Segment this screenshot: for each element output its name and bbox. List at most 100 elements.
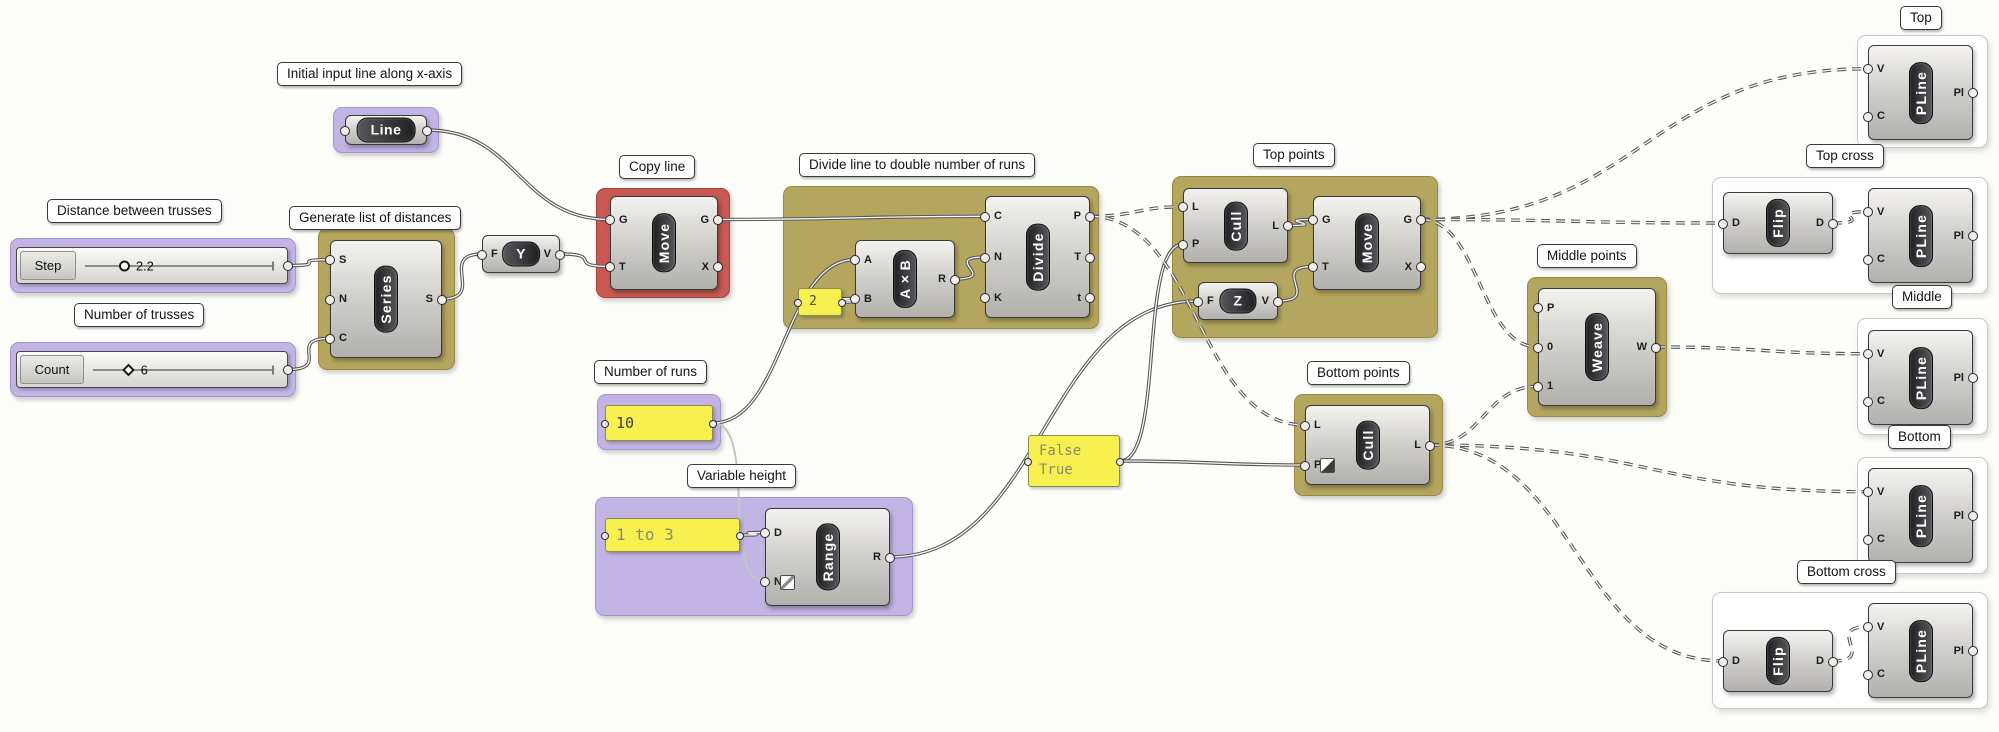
group-variable-height[interactable] [595, 497, 913, 616]
unit-y-output-port-V[interactable] [555, 249, 565, 260]
series-input-port-C[interactable] [325, 333, 335, 344]
panel-10-output-port[interactable] [709, 419, 717, 428]
move-top-input-port-T[interactable] [1308, 262, 1318, 272]
move-top-input-port-G[interactable] [1308, 215, 1318, 225]
wire-count-slider-to-series[interactable] [287, 336, 331, 372]
label-middle-points[interactable]: Middle points [1537, 244, 1637, 268]
unit-z-input-port-F[interactable] [1193, 296, 1203, 307]
wire-line-to-move-copy[interactable] [426, 128, 611, 222]
wire-step-slider-to-series[interactable] [287, 257, 331, 268]
label-number-runs[interactable]: Number of runs [594, 360, 708, 384]
step-slider-knob[interactable] [118, 260, 130, 271]
wire-panel-10-to-range[interactable] [712, 422, 766, 583]
move-top-output-port-G[interactable] [1416, 215, 1426, 225]
pline-top-output-port-Pl[interactable] [1968, 88, 1978, 98]
flip-top-input-port-D[interactable] [1718, 218, 1728, 229]
panel-2-input-port[interactable] [794, 298, 802, 307]
cull-bottom-input-port-P[interactable] [1300, 460, 1310, 471]
invert-icon[interactable] [1320, 458, 1335, 473]
weave-output-port-W[interactable] [1651, 342, 1661, 353]
label-divide[interactable]: Divide line to double number of runs [799, 153, 1036, 177]
group-divide[interactable] [783, 186, 1099, 329]
label-top[interactable]: Top [1900, 6, 1942, 30]
label-variable-height[interactable]: Variable height [687, 464, 797, 488]
group-step[interactable] [10, 238, 296, 293]
group-bottom-points[interactable] [1294, 394, 1443, 496]
wire-panel-boolean-to-cull-bottom[interactable] [1119, 459, 1306, 467]
panel-10[interactable]: 10 [601, 405, 717, 441]
wire-cull-top-to-move-top[interactable] [1287, 217, 1314, 228]
pline-bottom-input-port-V[interactable] [1863, 487, 1873, 498]
unit-y-input-port-F[interactable] [477, 249, 487, 260]
wire-move-top-to-weave[interactable] [1420, 217, 1539, 349]
panel-10-input-port[interactable] [601, 419, 609, 428]
count-slider-track[interactable] [93, 368, 273, 371]
label-bottom-cross[interactable]: Bottom cross [1797, 560, 1896, 584]
cull-bottom-input-port-L[interactable] [1300, 420, 1310, 431]
panel-1to3-output-port[interactable] [736, 531, 744, 540]
line-output-port[interactable] [422, 125, 432, 136]
range-input-port-D[interactable] [760, 528, 770, 538]
multiply-input-port-A[interactable] [850, 255, 860, 265]
count-slider-knob[interactable] [121, 363, 135, 376]
pline-middle-input-port-C[interactable] [1863, 396, 1873, 407]
pline-top-cross-output-port-Pl[interactable] [1968, 231, 1978, 241]
move-copy-input-port-G[interactable] [605, 215, 615, 225]
label-top-cross[interactable]: Top cross [1806, 144, 1884, 168]
component-line[interactable]: Line [340, 115, 432, 145]
wire-cull-bottom-to-weave[interactable] [1429, 384, 1539, 447]
pline-bottom-input-port-C[interactable] [1863, 534, 1873, 545]
step-slider-track[interactable] [85, 264, 273, 267]
cull-top-input-port-P[interactable] [1178, 239, 1188, 250]
panel-1to3-input-port[interactable] [601, 531, 609, 540]
group-middle[interactable] [1857, 318, 1988, 435]
line-input-port[interactable] [340, 125, 350, 136]
pline-bottom-cross-input-port-C[interactable] [1863, 669, 1873, 680]
pline-top-input-port-C[interactable] [1863, 111, 1873, 122]
wire-divide-to-cull-top[interactable] [1089, 205, 1184, 219]
group-bottom[interactable] [1857, 457, 1988, 574]
count-slider-output-port[interactable] [283, 365, 293, 375]
flip-top-output-port-D[interactable] [1828, 218, 1838, 229]
panel-1to3[interactable]: 1 to 3 [601, 518, 744, 552]
wire-multiply-to-divide[interactable] [954, 255, 986, 281]
move-copy-input-port-T[interactable] [605, 262, 615, 272]
divide-output-port-T[interactable] [1085, 252, 1095, 263]
group-top[interactable] [1857, 35, 1988, 148]
group-top-points[interactable] [1172, 176, 1438, 338]
group-line[interactable] [333, 107, 439, 153]
label-middle[interactable]: Middle [1892, 285, 1952, 309]
panel-2[interactable]: 2 [794, 288, 846, 316]
label-bottom-points[interactable]: Bottom points [1307, 361, 1410, 385]
pline-top-input-port-V[interactable] [1863, 64, 1873, 75]
wire-weave-to-pline-middle[interactable] [1655, 345, 1869, 356]
flip-bottom-input-port-D[interactable] [1718, 656, 1728, 667]
range-input-port-N[interactable] [760, 577, 770, 587]
wire-move-top-to-pline-top[interactable] [1420, 67, 1869, 222]
wire-cull-bottom-to-flip-bottom[interactable] [1429, 443, 1724, 663]
pline-top-cross-input-port-C[interactable] [1863, 254, 1873, 265]
pline-middle-input-port-V[interactable] [1863, 349, 1873, 360]
wire-panel-1to3-to-range[interactable] [739, 530, 766, 537]
wire-range-to-unit-z[interactable] [889, 299, 1199, 559]
group-bottom-cross[interactable] [1712, 592, 1988, 709]
multiply-input-port-B[interactable] [850, 294, 860, 304]
wire-panel-boolean-to-cull-top[interactable] [1119, 242, 1184, 463]
label-copy-line[interactable]: Copy line [619, 155, 696, 179]
move-copy-output-port-G[interactable] [713, 215, 723, 225]
